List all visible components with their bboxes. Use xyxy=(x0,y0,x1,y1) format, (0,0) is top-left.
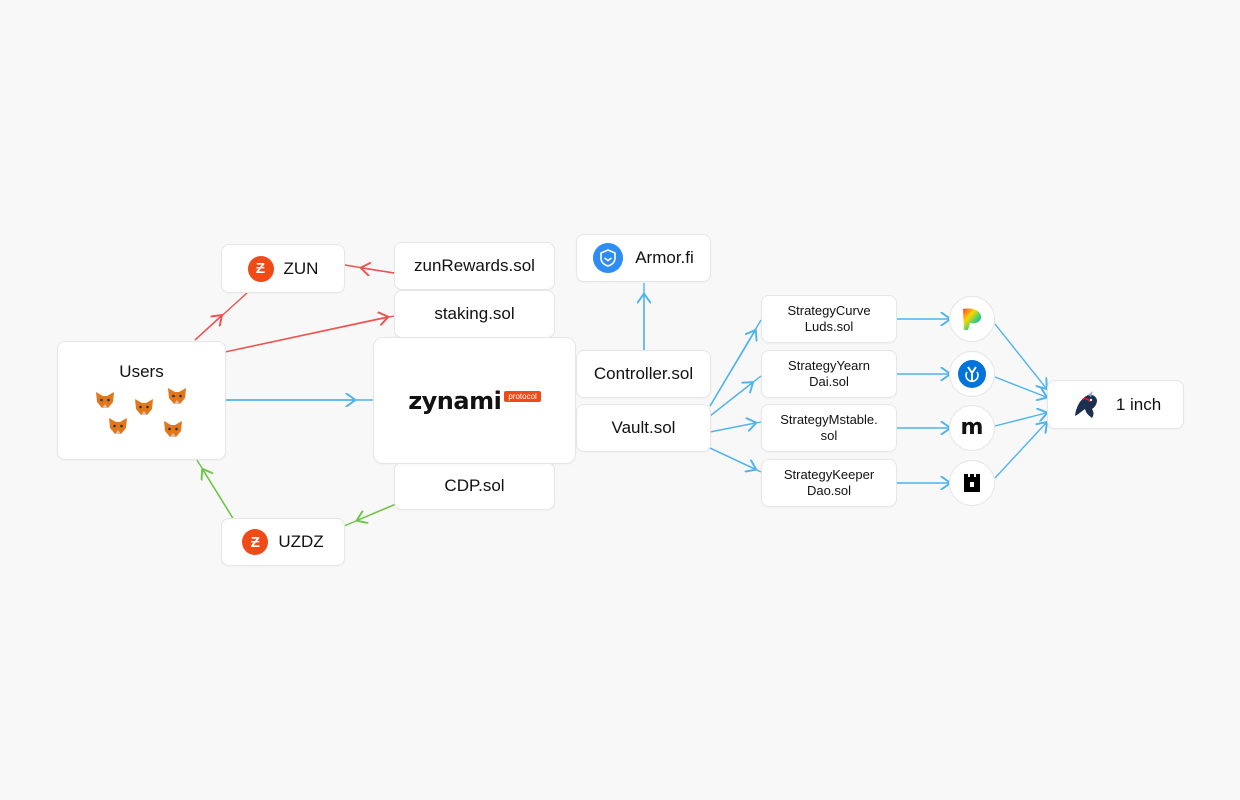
vault-label: Vault.sol xyxy=(611,418,676,437)
strategy-curve-node[interactable]: StrategyCurve Luds.sol xyxy=(761,295,897,343)
users-label: Users xyxy=(119,362,164,381)
zun-label: ZUN xyxy=(283,258,319,278)
metamask-fox-icon xyxy=(168,388,186,404)
zunrewards-label: zunRewards.sol xyxy=(414,256,535,275)
zynami-logo-text: zynami xyxy=(408,386,502,415)
cdp-node[interactable]: CDP.sol xyxy=(394,462,555,510)
arrow-vault-s3 xyxy=(709,423,755,433)
users-node[interactable]: Users xyxy=(57,341,226,460)
metamask-fox-icon xyxy=(135,399,153,415)
edge-p3-1inch xyxy=(994,413,1046,427)
arrow-vault-s4 xyxy=(709,447,755,469)
strategy-yearn-label: StrategyYearn Dai.sol xyxy=(788,358,870,389)
staking-label: staking.sol xyxy=(434,304,515,323)
zunrewards-node[interactable]: zunRewards.sol xyxy=(394,242,555,290)
controller-label: Controller.sol xyxy=(593,364,694,383)
armor-shield-icon xyxy=(593,243,624,273)
zynami-core-node[interactable]: zynami protocol xyxy=(373,337,576,464)
edge-p1-1inch xyxy=(994,323,1046,388)
strategy-keeperdao-label: StrategyKeeper Dao.sol xyxy=(783,467,875,498)
uzdz-label: UZDZ xyxy=(278,532,324,551)
arrow-vault-s1 xyxy=(709,331,755,407)
zun-node[interactable]: Ƶ ZUN xyxy=(221,244,345,293)
arrow-rewards-zun xyxy=(362,268,395,273)
arrow-users-zun xyxy=(194,316,221,341)
arrow-users-staking xyxy=(224,317,387,353)
yearn-icon[interactable] xyxy=(949,351,995,397)
armor-label: Armor.fi xyxy=(635,248,694,267)
metamask-fox-icon xyxy=(109,418,127,434)
strategy-mstable-node[interactable]: StrategyMstable. sol xyxy=(761,404,897,452)
strategy-curve-label: StrategyCurve Luds.sol xyxy=(787,303,871,334)
strategy-yearn-node[interactable]: StrategyYearn Dai.sol xyxy=(761,350,897,398)
uzdz-token-icon: Ƶ xyxy=(242,529,269,555)
metamask-fox-icon xyxy=(96,392,114,408)
vault-node[interactable]: Vault.sol xyxy=(576,404,711,452)
arrow-vault-s2 xyxy=(709,383,752,417)
armor-node[interactable]: Armor.fi xyxy=(576,234,711,282)
curve-icon[interactable] xyxy=(949,296,995,342)
arrow-cdp-uzdz xyxy=(358,503,397,520)
keeperdao-icon[interactable] xyxy=(949,460,995,506)
uzdz-node[interactable]: Ƶ UZDZ xyxy=(221,518,345,566)
controller-node[interactable]: Controller.sol xyxy=(576,350,711,398)
zun-token-icon: Ƶ xyxy=(247,255,274,282)
edge-p4-1inch xyxy=(994,423,1046,479)
edge-p2-1inch xyxy=(994,376,1046,397)
strategy-keeperdao-node[interactable]: StrategyKeeper Dao.sol xyxy=(761,459,897,507)
arrow-uzdz-users xyxy=(203,470,235,521)
oneinch-label: 1 inch xyxy=(1115,394,1162,414)
metamask-fox-icon xyxy=(164,421,182,437)
oneinch-node[interactable]: 1 inch xyxy=(1047,380,1184,429)
mstable-icon[interactable]: m xyxy=(949,405,995,451)
staking-node[interactable]: staking.sol xyxy=(394,290,555,338)
cdp-label: CDP.sol xyxy=(444,476,505,495)
unicorn-icon xyxy=(1070,389,1102,421)
strategy-mstable-label: StrategyMstable. sol xyxy=(780,412,878,443)
zynami-protocol-badge: protocol xyxy=(504,391,541,402)
